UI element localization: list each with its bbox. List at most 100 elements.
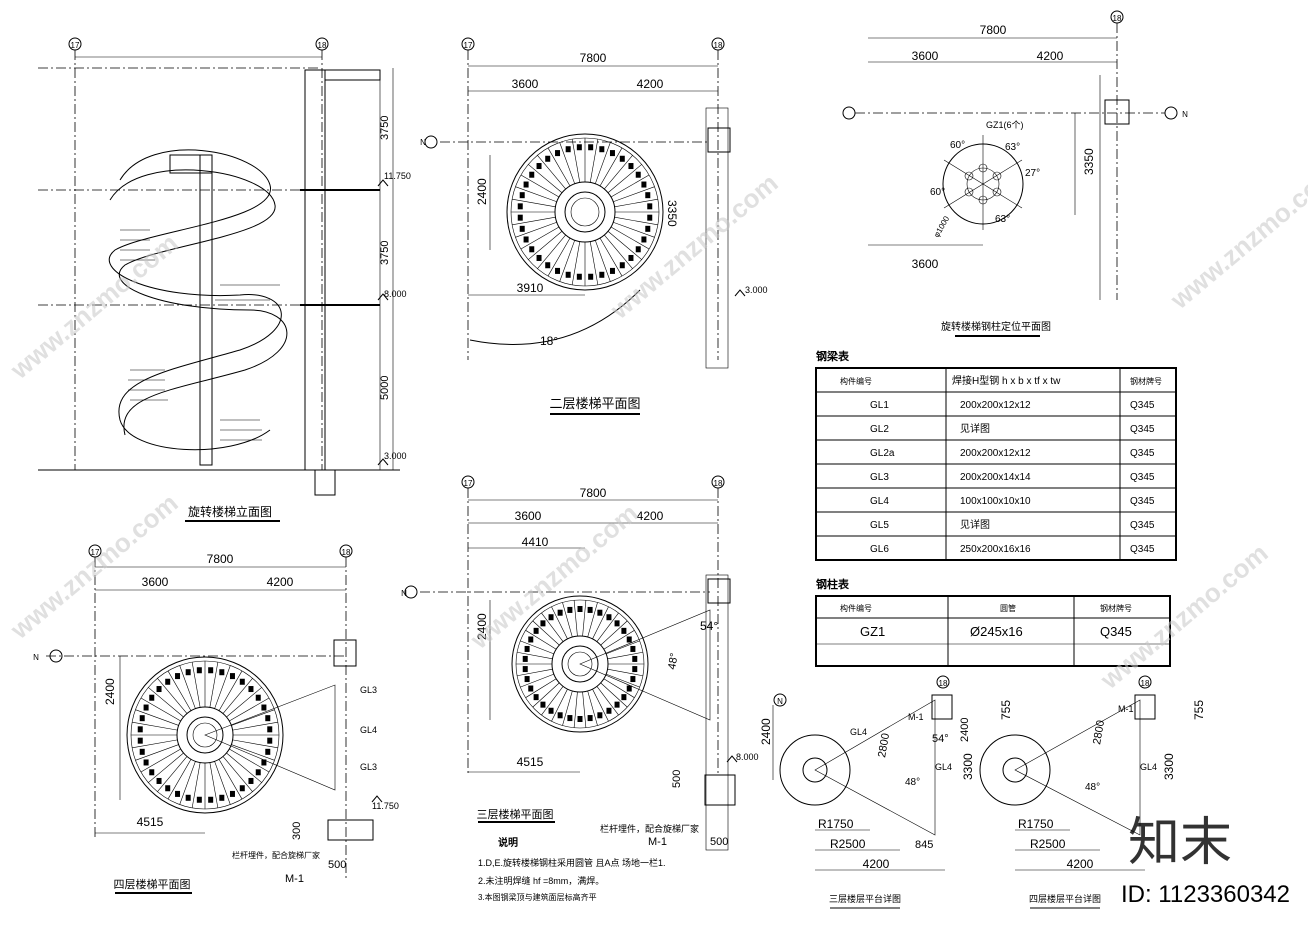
svg-text:N: N xyxy=(777,697,783,706)
column-table-title: 钢柱表 xyxy=(816,577,850,591)
svg-text:3350: 3350 xyxy=(665,200,679,227)
stair-tread-line xyxy=(594,142,611,184)
beam-table-title: 钢梁表 xyxy=(816,349,850,363)
stair-tread-line xyxy=(222,756,253,792)
svg-text:755: 755 xyxy=(1192,700,1206,720)
stair-tread-line xyxy=(226,687,262,718)
svg-text:18: 18 xyxy=(1141,679,1150,688)
stair-tread-line xyxy=(167,670,192,711)
plan2-title: 二层楼梯平面图 xyxy=(549,396,640,411)
stair-tread-line xyxy=(594,240,611,282)
rail-post xyxy=(540,701,546,708)
rail-post xyxy=(248,777,254,784)
rail-post xyxy=(267,726,273,733)
stair-tread-line xyxy=(613,221,655,238)
stair-tread-line xyxy=(191,762,201,808)
rail-post xyxy=(540,620,546,627)
stair-tread-line xyxy=(226,752,262,783)
plan-level4: 17 18 7800 3600 4200 N 2400 GL3 GL4 GL3 … xyxy=(33,544,399,894)
svg-text:GL3: GL3 xyxy=(360,762,377,772)
plan-level2: 17 18 7800 3600 4200 N 18° 2400 3350 391… xyxy=(420,37,768,415)
rail-post xyxy=(524,676,530,683)
stair-tread-line xyxy=(517,668,553,677)
note-1: 1.D,E.旋转楼梯钢柱采用圆管 且A点 场地一栏1. xyxy=(478,857,666,868)
rail-post xyxy=(555,150,561,157)
stair-tread-line xyxy=(537,155,566,190)
rail-post xyxy=(519,225,525,232)
rail-post xyxy=(149,769,155,776)
stair-tread-line xyxy=(140,748,181,773)
rail-post xyxy=(609,150,615,157)
column-row-section: Ø245x16 xyxy=(970,624,1023,639)
beam-table-cell: GL1 xyxy=(870,400,889,411)
rail-post xyxy=(647,214,653,221)
stair-tread-line xyxy=(515,221,557,238)
stair-tread-line xyxy=(562,690,573,726)
rail-post xyxy=(621,694,627,701)
rail-post xyxy=(632,666,638,673)
svg-text:2400: 2400 xyxy=(959,718,971,742)
rail-post xyxy=(587,715,593,722)
svg-text:钢材牌号: 钢材牌号 xyxy=(1100,603,1132,613)
svg-text:2800: 2800 xyxy=(876,732,892,758)
rail-post xyxy=(597,609,603,616)
beam-table-cell: GL3 xyxy=(870,472,889,483)
stair-tread-line xyxy=(537,234,566,269)
rail-post xyxy=(196,796,202,803)
stair-tread-line xyxy=(603,630,635,650)
rail-post xyxy=(522,655,528,662)
svg-text:4200: 4200 xyxy=(637,509,664,523)
plan-level3: 17 18 7800 3600 4200 4410 N 2400 54° 48°… xyxy=(401,475,759,902)
stair-tread-line xyxy=(610,226,650,250)
svg-text:M-1: M-1 xyxy=(285,873,304,885)
svg-text:48°: 48° xyxy=(1085,782,1100,793)
rail-post xyxy=(536,254,542,261)
stair-tread-line xyxy=(604,234,633,269)
stair-tread-line xyxy=(148,687,184,718)
beam-table-cell: 200x200x14x14 xyxy=(960,472,1031,483)
rail-post xyxy=(577,716,583,722)
stair-tread-line xyxy=(606,640,640,655)
stair-tread-line xyxy=(589,139,599,183)
rail-post xyxy=(588,273,594,280)
beam-table-cell: 200x200x12x12 xyxy=(960,448,1031,459)
rail-post xyxy=(528,685,534,692)
stair-tread-line xyxy=(596,686,619,716)
column-table: 钢柱表 构件编号 圆管 钢材牌号 GZ1 Ø245x16 Q345 xyxy=(815,577,1171,667)
svg-text:3350: 3350 xyxy=(1082,148,1096,175)
svg-text:2800: 2800 xyxy=(1091,719,1107,745)
stair-tread-line xyxy=(135,709,179,726)
stair-tread-line xyxy=(157,678,188,714)
rail-post xyxy=(576,273,582,280)
beam-table-cell: GL2 xyxy=(870,424,889,435)
stair-tread-line xyxy=(209,662,219,708)
stair-tread-line xyxy=(532,620,560,646)
rail-post xyxy=(626,685,632,692)
svg-text:4200: 4200 xyxy=(637,77,664,91)
rail-post xyxy=(219,669,225,676)
rail-post xyxy=(165,785,171,792)
stair-tread-line xyxy=(157,756,188,792)
svg-text:11.750: 11.750 xyxy=(384,171,411,181)
stair-tread-line xyxy=(551,688,568,722)
column-row-steel: Q345 xyxy=(1100,624,1132,639)
stair-tread-line xyxy=(607,164,642,193)
rail-post xyxy=(599,271,605,278)
stair-tread-line xyxy=(603,678,635,698)
rail-post xyxy=(156,777,162,784)
stair-tread-line xyxy=(214,761,231,805)
svg-text:8.000: 8.000 xyxy=(736,752,759,762)
rail-post xyxy=(565,271,571,278)
rail-post xyxy=(619,155,625,162)
note-3: 3.本图钢梁顶与建筑面层标高齐平 xyxy=(478,892,597,902)
rail-post xyxy=(606,614,612,621)
stair-tread-line xyxy=(582,691,587,728)
stair-tread-line xyxy=(571,241,581,285)
note-2: 2.未注明焊缝 hf =8mm，满焊。 xyxy=(478,875,604,886)
plan3-title: 三层楼梯平面图 xyxy=(477,807,554,821)
svg-text:500: 500 xyxy=(710,836,728,848)
rail-post xyxy=(517,214,523,221)
svg-text:3600: 3600 xyxy=(515,509,542,523)
svg-text:18: 18 xyxy=(1113,14,1122,23)
